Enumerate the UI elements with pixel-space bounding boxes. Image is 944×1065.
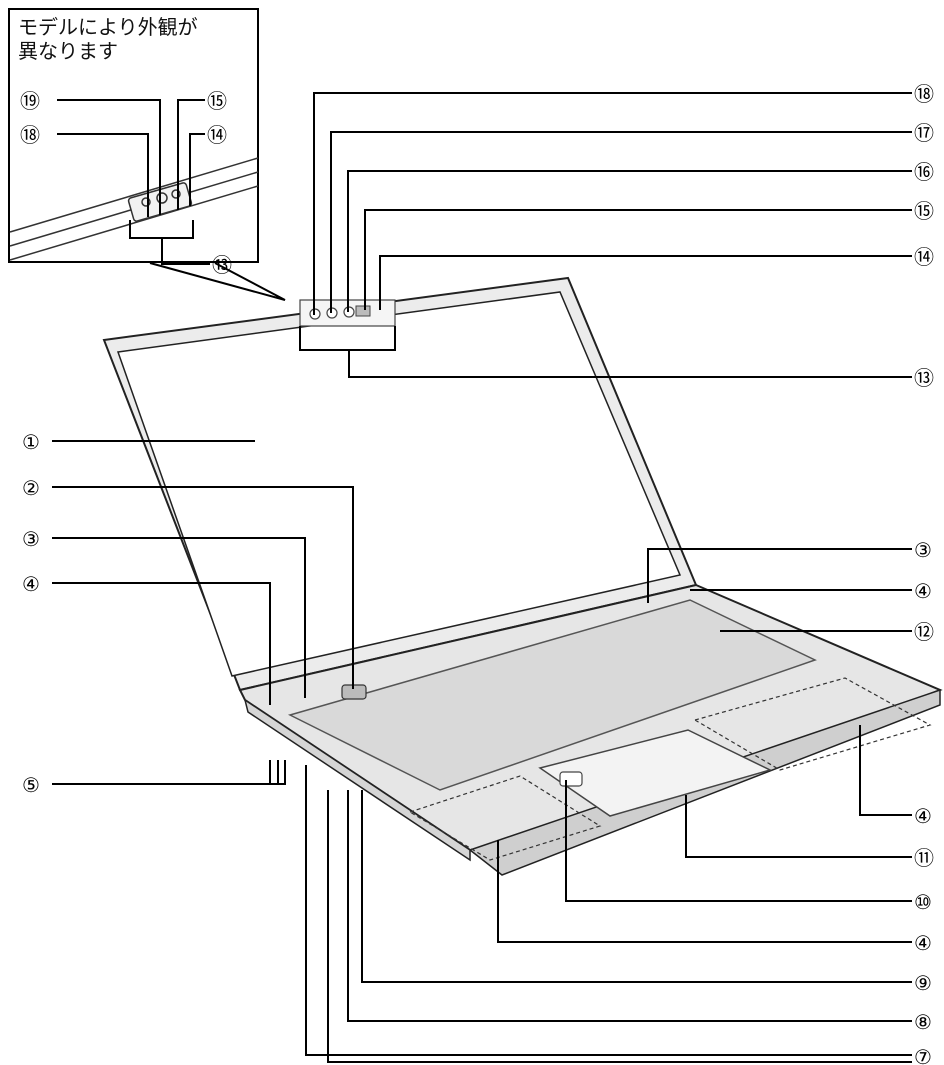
- callout-label: ③: [914, 538, 932, 562]
- palmrest-left: [408, 775, 602, 861]
- callout-label: ⑭: [914, 245, 934, 269]
- callout-label: ④: [22, 572, 40, 596]
- callout-label: ⑬: [914, 366, 934, 390]
- callout-label: ⑦: [914, 1045, 932, 1065]
- inset-label: ⑲: [20, 89, 40, 113]
- callout-label: ⑨: [914, 971, 932, 995]
- touchpad: [538, 729, 773, 817]
- laptop-base: [238, 583, 943, 876]
- left-callouts: ① ② ③ ④ ⑤: [22, 430, 40, 797]
- inset-labels: ⑲ ⑮ ⑱ ⑭ ⑬: [20, 89, 232, 277]
- fingerprint-reader: [559, 771, 583, 787]
- inset-label: ⑭: [207, 123, 227, 147]
- callout-label: ①: [22, 430, 40, 454]
- keyboard-area: [287, 599, 817, 791]
- callout-label: ⑯: [914, 160, 934, 184]
- inset-pointer: [149, 262, 286, 301]
- callout-label: ④: [914, 931, 932, 955]
- inset-label: ⑮: [207, 89, 227, 113]
- callout-label: ⑤: [22, 773, 40, 797]
- callout-label: ⑱: [914, 82, 934, 106]
- callout-label: ⑰: [914, 121, 934, 145]
- inset-bezel-illustration: [9, 157, 259, 261]
- callout-label: ⑫: [914, 620, 934, 644]
- laptop-lid: [102, 276, 698, 692]
- inset-note: モデルにより外観が 異なります: [18, 15, 198, 63]
- callout-label: ④: [914, 579, 932, 603]
- callout-label: ③: [22, 527, 40, 551]
- right-callouts: ⑱ ⑰ ⑯ ⑮ ⑭ ⑬ ③ ④ ⑫ ④ ⑪ ⑩ ④ ⑨ ⑧ ⑦ ⑥: [914, 82, 934, 1065]
- leader-lines: [52, 92, 912, 1063]
- callout-label: ⑮: [914, 199, 934, 223]
- callout-label: ②: [22, 476, 40, 500]
- palmrest-right: [693, 677, 932, 771]
- callout-label: ⑧: [914, 1010, 932, 1034]
- inset-label: ⑱: [20, 123, 40, 147]
- inset-label: ⑬: [212, 253, 232, 277]
- callout-label: ④: [914, 804, 932, 828]
- callout-label: ⑪: [914, 846, 934, 870]
- callout-label: ⑩: [914, 890, 932, 914]
